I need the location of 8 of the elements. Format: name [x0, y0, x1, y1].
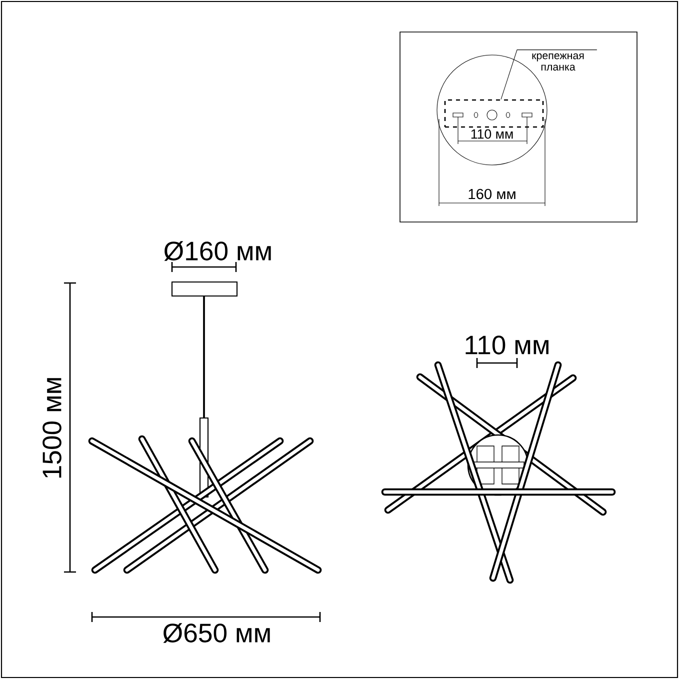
dimension-label: 1500 мм [42, 378, 62, 478]
callout-text: крепежная планка [532, 53, 584, 71]
dimension-label: Ø650 мм [163, 623, 270, 643]
mounting-plate [444, 99, 544, 128]
dimension-label: 160 мм [468, 188, 516, 200]
dimension-label: 110 мм [466, 336, 548, 354]
leader-line [500, 50, 598, 100]
dimension-label: Ø160 мм [164, 241, 271, 261]
